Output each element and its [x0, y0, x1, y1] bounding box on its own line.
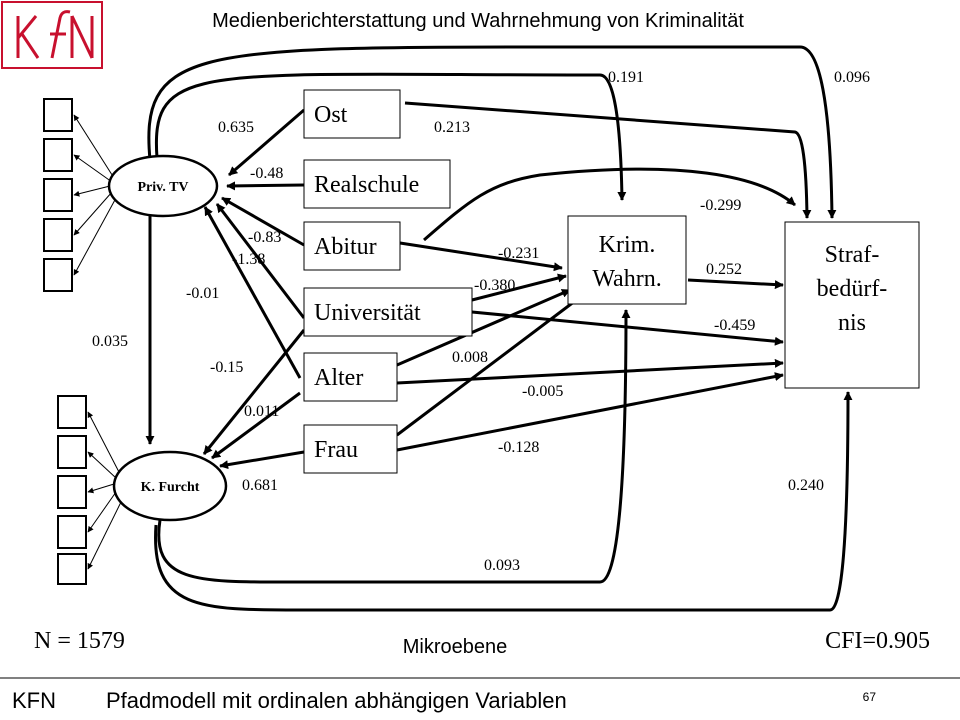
frau-label: Frau: [314, 437, 358, 463]
page-number: 67: [863, 690, 877, 704]
coefficient-labels: 0.191 0.096 0.635 0.213 -0.48 -0.299 -0.…: [92, 69, 870, 574]
path-arrows: [145, 45, 853, 612]
node-abitur: Abitur: [303, 221, 401, 271]
coef-uni-krim: -0.380: [474, 277, 515, 294]
slide-title: Medienberichterstattung und Wahrnehmung …: [212, 10, 744, 32]
priv-tv-indicators: [43, 98, 73, 292]
abitur-label: Abitur: [314, 234, 377, 260]
coef-kfurcht-straf: 0.240: [788, 477, 824, 494]
level-label: Mikroebene: [403, 636, 508, 658]
coef-alter-kfurcht: 0.011: [244, 403, 279, 420]
fit-index: CFI=0.905: [825, 628, 930, 654]
coef-abitur-krim: -0.231: [498, 245, 539, 262]
footer-org: KFN: [12, 688, 56, 713]
coef-ost-privtv: 0.635: [218, 119, 254, 136]
coef-kfurcht-krim: 0.093: [484, 557, 520, 574]
node-alter: Alter: [303, 352, 398, 402]
straf-label-line1: Straf-: [825, 242, 880, 268]
priv-tv-label: Priv. TV: [137, 180, 188, 195]
footer-subtitle: Pfadmodell mit ordinalen abhängigen Vari…: [106, 688, 567, 713]
node-universitaet: Universität: [303, 287, 473, 337]
coef-uni-straf: -0.459: [714, 317, 755, 334]
universitaet-label: Universität: [314, 300, 421, 326]
krim-label-line1: Krim.: [599, 232, 656, 258]
node-k-furcht: K. Furcht: [112, 450, 228, 522]
k-furcht-label: K. Furcht: [141, 480, 200, 495]
coef-frau-kfurcht: 0.681: [242, 477, 278, 494]
k-furcht-indicator-arrows: [87, 411, 123, 570]
coef-abitur-straf: -0.299: [700, 197, 741, 214]
node-priv-tv: Priv. TV: [107, 154, 219, 218]
coef-uni-privtv: -0.01: [186, 285, 219, 302]
straf-label-line2: bedürf-: [817, 276, 888, 302]
node-straf-beduerfnis: Straf- bedürf- nis: [784, 221, 920, 389]
coef-privtv-krim: 0.191: [608, 69, 644, 86]
node-ost: Ost: [303, 89, 401, 139]
alter-label: Alter: [314, 365, 363, 391]
coef-ost-straf: 0.213: [434, 119, 470, 136]
coef-frau-straf: -0.128: [498, 439, 539, 456]
straf-label-line3: nis: [838, 310, 866, 336]
node-frau: Frau: [303, 424, 398, 474]
krim-label-line2: Wahrn.: [592, 266, 661, 292]
coef-abitur-privtv: -0.83: [248, 229, 281, 246]
node-krim-wahrn: Krim. Wahrn.: [567, 215, 687, 305]
coef-privtv-kfurcht: 0.035: [92, 333, 128, 350]
coef-alter-straf: -0.005: [522, 383, 563, 400]
priv-tv-indicator-arrows: [73, 114, 117, 276]
coef-privtv-straf: 0.096: [834, 69, 870, 86]
node-realschule: Realschule: [303, 159, 451, 209]
ost-label: Ost: [314, 102, 348, 128]
realschule-label: Realschule: [314, 172, 419, 198]
coef-krim-straf: 0.252: [706, 261, 742, 278]
coef-uni-kfurcht: -0.15: [210, 359, 243, 376]
coef-alter-privtv: -1.38: [232, 251, 265, 268]
sample-size: N = 1579: [34, 628, 125, 654]
coef-alter-krim: 0.008: [452, 349, 488, 366]
k-furcht-indicators: [57, 395, 87, 585]
kfn-logo: [1, 1, 103, 69]
coef-real-privtv: -0.48: [250, 165, 283, 182]
